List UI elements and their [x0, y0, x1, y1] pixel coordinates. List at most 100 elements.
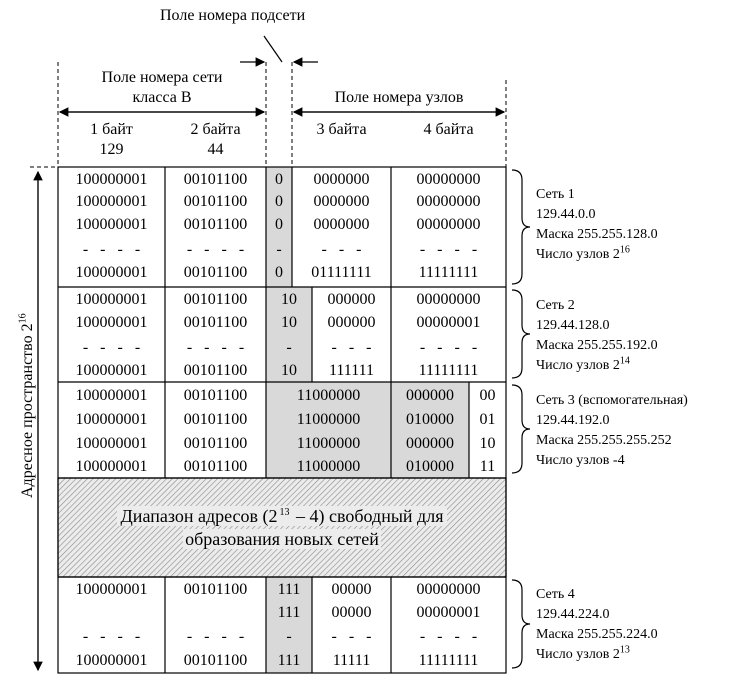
net1-row5-byte1: 100000001 — [75, 264, 148, 281]
net3-row1-byte3: 000000 — [406, 387, 454, 404]
net2-network-mask: Маска 255.255.192.0 — [536, 338, 658, 353]
net2-row1-byte3: 000000 — [327, 291, 376, 308]
table-grid — [57, 166, 507, 674]
net3-row4-byte4: 11 — [479, 458, 496, 475]
net1-row1-byte4: 00000000 — [416, 171, 481, 188]
net1-row5-byte3: 01111111 — [311, 264, 372, 281]
net4-row1-byte1: 100000001 — [75, 581, 148, 598]
net2-row4-byte2: 00101100 — [183, 362, 248, 379]
net3-network-hosts: Число узлов -4 — [536, 453, 625, 468]
network-braces — [511, 169, 531, 669]
net3-row3-byte4: 10 — [479, 435, 496, 452]
net4-row4-byte1: 100000001 — [75, 652, 148, 669]
net4-row3-byte1: - - - - — [82, 628, 141, 645]
net4-network-address: 129.44.224.0 — [536, 607, 610, 622]
header-guides — [30, 62, 507, 168]
net4-row2-byte3: 00000 — [331, 604, 372, 621]
net3-row4-byte3: 010000 — [406, 458, 454, 475]
net2-row1-byte2: 00101100 — [183, 291, 248, 308]
net2-row1-byte4: 00000000 — [416, 291, 481, 308]
network-field-label-line2: класса В — [132, 89, 192, 106]
net3-row2-byte1: 100000001 — [75, 411, 148, 428]
net3-row3-byte2: 00101100 — [183, 435, 248, 452]
net1-row4-byte2: - - - - — [186, 241, 245, 258]
net3-row1-byte4: 00 — [479, 387, 496, 404]
net4-row1-byte4: 00000000 — [416, 581, 481, 598]
net4-network-name: Сеть 4 — [536, 587, 575, 602]
net2-row2-subnet: 10 — [281, 314, 297, 331]
net1-row3-byte3: 0000000 — [313, 216, 370, 233]
net4-row3-byte3: - - - — [331, 628, 372, 645]
net2-row4-byte1: 100000001 — [75, 362, 148, 379]
net2-row4-byte4: 11111111 — [418, 362, 479, 379]
net3-row3-subnet: 11000000 — [296, 435, 361, 452]
net2-row1-byte1: 100000001 — [75, 291, 148, 308]
net3-row2-byte3: 010000 — [406, 411, 454, 428]
net2-row2-byte2: 00101100 — [183, 314, 248, 331]
net4-row4-byte2: 00101100 — [183, 652, 248, 669]
byte3-header: 3 байта — [316, 121, 367, 138]
net1-row2-byte3: 0000000 — [313, 193, 370, 210]
net4-row3-byte4: - - - - — [419, 628, 478, 645]
byte1-value: 129 — [99, 141, 124, 158]
net1-row3-byte1: 100000001 — [75, 216, 148, 233]
subnet-field-label: Поле номера подсети — [160, 7, 306, 24]
net3-network-mask: Маска 255.255.255.252 — [536, 433, 672, 448]
net4-row1-byte2: 00101100 — [183, 581, 248, 598]
byte2-value: 44 — [207, 141, 224, 158]
net1-row4-byte3: - - - — [321, 241, 362, 258]
net4-row2-byte4: 00000001 — [416, 604, 481, 621]
network-field-label-line1: Поле номера сети — [101, 69, 223, 86]
net1-network-mask: Маска 255.255.128.0 — [536, 227, 658, 242]
net4-network-hosts: Число узлов 213 — [536, 644, 630, 662]
net1-row5-byte4: 11111111 — [418, 264, 479, 281]
net4-row1-byte3: 00000 — [331, 581, 372, 598]
net2-row1-subnet: 10 — [281, 291, 297, 308]
net3-row1-subnet: 11000000 — [296, 387, 361, 404]
header-arrows — [58, 35, 506, 117]
net1-row4-byte4: - - - - — [419, 241, 478, 258]
net1-row1-byte2: 00101100 — [183, 171, 248, 188]
byte4-header: 4 байта — [423, 121, 474, 138]
subnet-shading — [266, 167, 469, 673]
net4-row4-subnet: 111 — [277, 652, 301, 669]
net2-row3-byte2: - - - - — [186, 339, 245, 356]
net4-network-mask: Маска 255.255.224.0 — [536, 627, 658, 642]
net1-row2-subnet: 0 — [275, 193, 283, 210]
net3-network-address: 129.44.192.0 — [536, 413, 610, 428]
net3-row3-byte3: 000000 — [406, 435, 454, 452]
net4-row4-byte4: 11111111 — [418, 652, 479, 669]
net2-row2-byte1: 100000001 — [75, 314, 148, 331]
net2-row3-byte1: - - - - — [82, 339, 141, 356]
net2-row4-byte3: 111111 — [328, 362, 375, 379]
net4-row3-byte2: - - - - — [186, 628, 245, 645]
net1-row2-byte1: 100000001 — [75, 193, 148, 210]
net3-row4-byte2: 00101100 — [183, 458, 248, 475]
net1-row3-subnet: 0 — [275, 216, 283, 233]
net4-row1-subnet: 111 — [277, 581, 301, 598]
net2-network-hosts: Число узлов 214 — [536, 355, 630, 373]
net2-network-address: 129.44.128.0 — [536, 318, 610, 333]
net3-row4-byte1: 100000001 — [75, 458, 148, 475]
net3-network-name: Сеть 3 (вспомогательная) — [536, 393, 688, 408]
net1-row1-byte3: 0000000 — [313, 171, 370, 188]
byte1-header: 1 байт — [90, 121, 133, 138]
net3-row2-subnet: 11000000 — [296, 411, 361, 428]
net1-row4-subnet: - — [276, 241, 282, 258]
net4-row4-byte3: 11111 — [332, 652, 371, 669]
net1-row4-byte1: - - - - — [82, 241, 141, 258]
net2-row2-byte4: 00000001 — [416, 314, 481, 331]
net4-row3-subnet: - — [286, 628, 292, 645]
net3-row1-byte2: 00101100 — [183, 387, 248, 404]
net3-row2-byte2: 00101100 — [183, 411, 248, 428]
net3-row2-byte4: 01 — [479, 411, 496, 428]
net1-network-address: 129.44.0.0 — [536, 207, 596, 222]
net2-row3-byte3: - - - — [331, 339, 372, 356]
net1-row2-byte2: 00101100 — [183, 193, 248, 210]
net1-row5-subnet: 0 — [275, 264, 283, 281]
net1-row1-subnet: 0 — [275, 171, 283, 188]
hosts-field-label: Поле номера узлов — [334, 89, 464, 106]
address-space-label: Адресное пространство 216 — [17, 313, 36, 498]
net3-row4-subnet: 11000000 — [296, 458, 361, 475]
